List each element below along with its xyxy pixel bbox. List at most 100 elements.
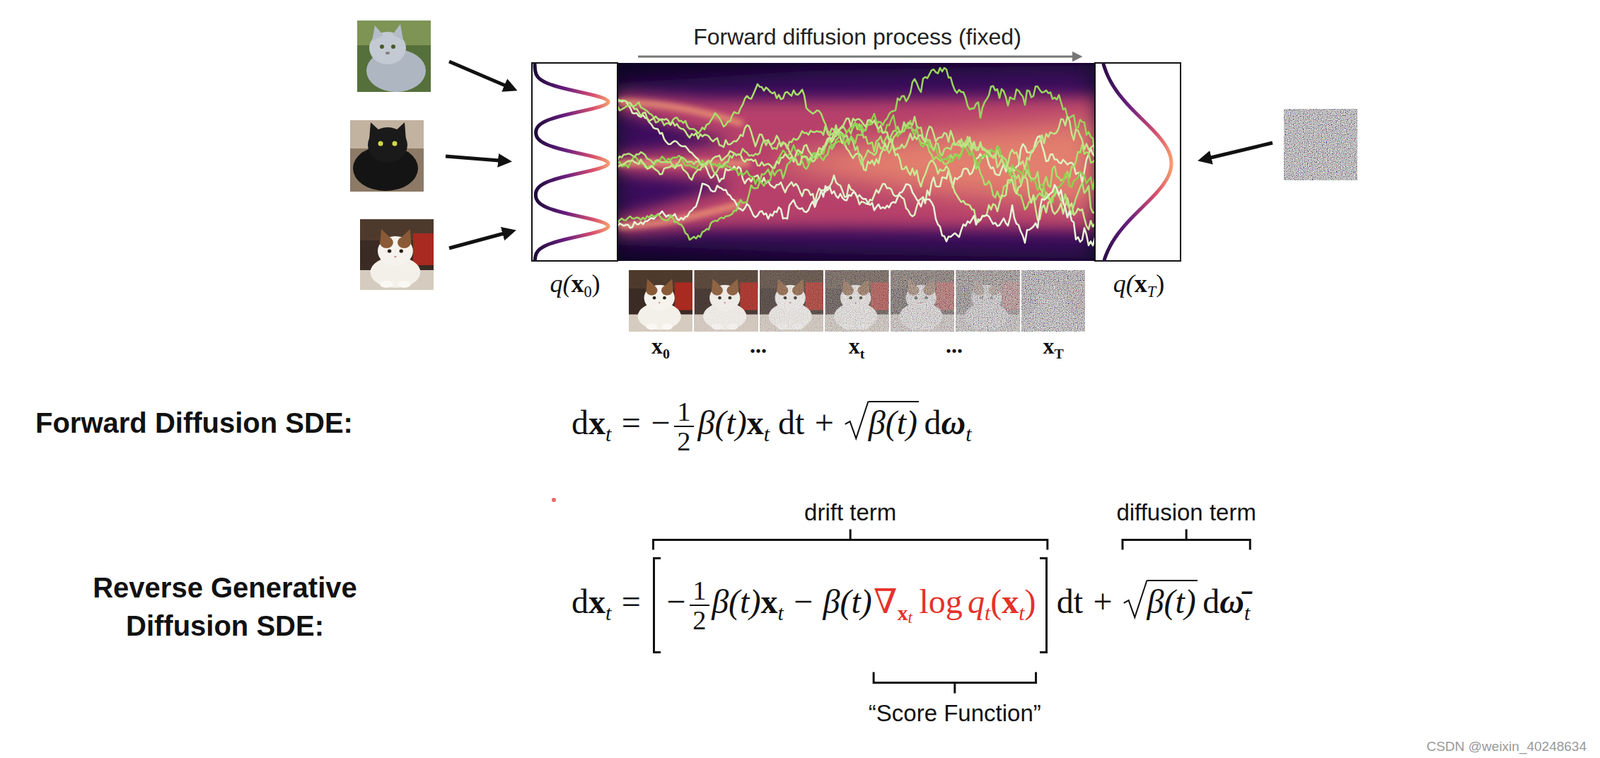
score-symbol: ) (1024, 582, 1037, 621)
operator: + (814, 403, 834, 442)
step-label: xT (1042, 334, 1064, 361)
step-label: xt (848, 334, 866, 361)
subscript: t (860, 345, 866, 362)
math-symbol: q( (549, 269, 571, 298)
square-root: β(t) (1122, 580, 1198, 619)
step-label: ... (945, 333, 963, 357)
math-symbol: x (588, 403, 606, 442)
diagram-caption: Forward diffusion process (fixed) (693, 24, 1022, 50)
distribution-label: q(x0) (549, 270, 600, 300)
math-symbol: β(t) (698, 403, 747, 442)
math-symbol: x (848, 333, 861, 359)
subscript: t (605, 422, 612, 446)
process-arrow (638, 55, 1080, 59)
subscript: T (1053, 345, 1064, 362)
fraction-numerator: 1 (674, 397, 694, 426)
math-symbol: ω̄ (1219, 582, 1245, 621)
operator: − (793, 582, 813, 621)
bracket (1039, 557, 1048, 655)
noising-thumbnails (628, 270, 1086, 332)
noise-image (1283, 108, 1358, 181)
fraction-numerator: 1 (689, 576, 710, 605)
distribution-box (1094, 62, 1181, 262)
math-symbol: dt (778, 403, 805, 442)
row-label: Forward Diffusion SDE: (35, 407, 353, 439)
math-symbol: x (1134, 269, 1148, 298)
fraction-denominator: 2 (689, 604, 710, 635)
fraction-denominator: 2 (674, 425, 694, 456)
ellipsis: ... (945, 332, 963, 358)
sample-trajectory (617, 113, 1095, 203)
sample-trajectory (617, 67, 1095, 240)
watermark: CSDN @weixin_40248634 (1426, 739, 1587, 755)
score-symbol: ∇ (873, 582, 898, 621)
math-symbol: x (588, 582, 606, 621)
row-label: Reverse Generative Diffusion SDE: (55, 568, 395, 646)
math-symbol: ) (1155, 269, 1165, 298)
math-symbol: ω (941, 403, 967, 442)
math-symbol: x (760, 582, 778, 621)
subscript: t (777, 601, 784, 625)
annotation-label: “Score Function” (868, 700, 1042, 727)
watermark: CSDN @weixin_40248634 (1426, 739, 1587, 754)
distribution-box (531, 62, 618, 262)
score-symbol: x (1001, 582, 1019, 621)
annotation-label: drift term (804, 500, 897, 525)
cat-photo (350, 120, 424, 192)
row-label: Forward Diffusion SDE: (35, 408, 353, 438)
sample-trajectory (617, 100, 1095, 217)
cat-photo (360, 219, 434, 291)
subscript: t (605, 601, 612, 625)
annotation-label: diffusion term (1116, 500, 1256, 525)
process-title: Forward diffusion process (fixed) (693, 25, 1022, 49)
brace-bracket (873, 671, 1036, 694)
annotation-label: “Score Function” (868, 701, 1042, 726)
subscript: 0 (583, 282, 592, 301)
subscript: t (908, 608, 913, 627)
math-symbol: d (924, 403, 942, 442)
math-symbol: β(t) (711, 582, 761, 621)
math-symbol: d (571, 403, 589, 442)
operator: = (621, 403, 641, 442)
math-symbol: x (1042, 333, 1054, 359)
annotation-label: diffusion term (1116, 499, 1256, 526)
math-symbol: q( (1113, 269, 1135, 298)
math-symbol: d (571, 582, 589, 621)
square-root: β(t) (843, 401, 919, 440)
math-symbol: x (570, 269, 584, 298)
math-symbol: dt (1056, 582, 1083, 621)
brace-bracket (1122, 529, 1250, 551)
subscript: x (897, 601, 909, 625)
math-symbol: β(t) (868, 401, 920, 440)
math-symbol: β(t) (823, 582, 873, 621)
subscript: T (1147, 282, 1156, 301)
fraction: 12 (689, 576, 710, 636)
radical-sign (843, 401, 869, 440)
subscript: t (965, 422, 972, 446)
fraction: 12 (674, 397, 694, 457)
math-symbol: β(t) (1147, 580, 1199, 619)
operator: − (666, 582, 686, 621)
radical-sign (1122, 580, 1148, 619)
score-symbol: log (919, 582, 963, 621)
math-symbol: d (1202, 582, 1220, 621)
cat-photo (357, 20, 431, 92)
subscript: t (1244, 601, 1250, 625)
annotation-label: drift term (804, 499, 897, 526)
subscript: t (984, 601, 991, 625)
score-symbol: ( (990, 582, 1002, 621)
row-label: Reverse Generative Diffusion SDE: (92, 572, 358, 642)
math-symbol: x (651, 333, 663, 359)
operator: + (1093, 582, 1113, 621)
stray-dot (551, 497, 556, 503)
operator: − (650, 403, 670, 442)
reverse-equation: dxt=−12β(t)xt−β(t)∇xtlogqt(xt)dt+β(t)dω̄… (571, 557, 1250, 655)
brace-bracket (652, 529, 1047, 551)
distribution-label: q(xT) (1113, 270, 1165, 300)
density-heatmap (617, 62, 1095, 262)
forward-equation: dxt=−12β(t)xtdt+β(t)dωt (571, 397, 972, 457)
math-symbol: x (746, 403, 764, 442)
